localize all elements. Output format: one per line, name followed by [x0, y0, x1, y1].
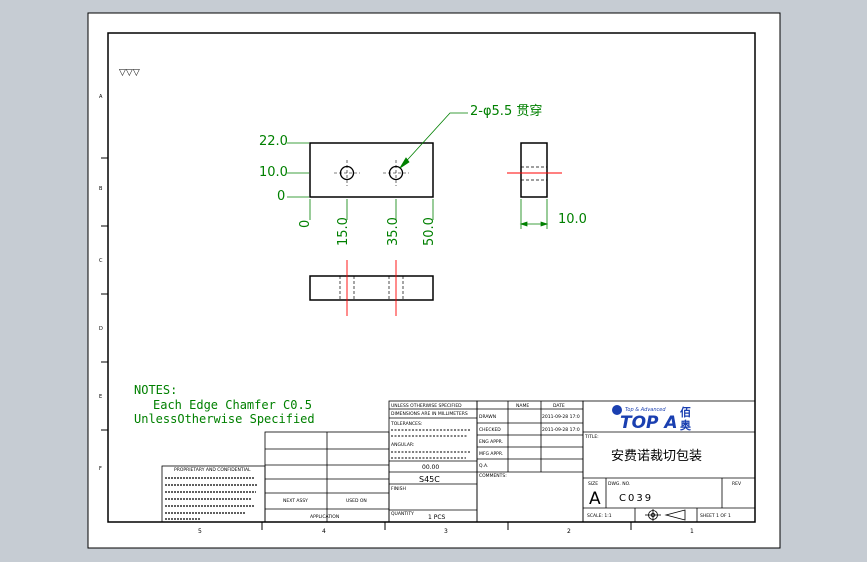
zone-label: A [99, 94, 103, 100]
proprietary-label: PROPRIETARY AND CONFIDENTIAL [174, 467, 251, 473]
notes: NOTES: Each Edge Chamfer C0.5 UnlessOthe… [134, 383, 315, 426]
logo-globe-icon [612, 405, 622, 415]
zone-labels-bottom: 5 4 3 2 1 [198, 528, 694, 535]
finish-label: FINISH [391, 486, 406, 492]
dim-label: 35.0 [386, 217, 401, 246]
dim-label: 50.0 [422, 217, 437, 246]
projection-symbol-icon [645, 509, 686, 521]
logo-cn-1: 佰 [680, 405, 691, 419]
ordinate-dim-labels-h: 0 15.0 35.0 50.0 [298, 217, 437, 246]
zone-ticks-bottom [261, 522, 632, 530]
checked-date: 2011-09-28 17:0 [542, 427, 580, 433]
dim-label: 10.0 [259, 165, 288, 180]
surface-finish-symbol: ▽▽▽ [119, 68, 140, 78]
name-header: NAME [516, 403, 529, 409]
dims-in-label: DIMENSIONS ARE IN MILLIMETERS [391, 411, 468, 417]
size-value: A [589, 489, 601, 509]
title-block-labels: PROPRIETARY AND CONFIDENTIAL NEXT ASSY U… [174, 403, 742, 520]
dim-label: 22.0 [259, 134, 288, 149]
hole-callout-leader [399, 112, 468, 169]
ordinate-dims-vertical [287, 142, 309, 198]
zone-label: 3 [444, 528, 448, 535]
side-view-hidden-lines [521, 166, 547, 181]
zone-ticks-left [101, 157, 108, 431]
side-dim-lines [519, 199, 549, 229]
dwg-number: C039 [619, 493, 653, 504]
application-label: APPLICATION [310, 514, 339, 520]
logo-tagline: Top & Advanced [625, 407, 666, 413]
hole-callout: 2-φ5.5 贯穿 [470, 103, 542, 119]
side-dim-label: 10.0 [558, 212, 587, 227]
title-block [161, 400, 756, 523]
notes-heading: NOTES: [134, 383, 177, 397]
rev-label: REV [732, 481, 742, 487]
logo-cn-2: 奥 [679, 418, 692, 432]
used-on-label: USED ON [346, 498, 367, 504]
side-view-outline [520, 142, 548, 198]
drawn-date: 2011-09-28 17:0 [542, 414, 580, 420]
date-header: DATE [553, 403, 565, 409]
zone-label: E [99, 394, 102, 400]
dim-label: 0 [298, 220, 313, 228]
bottom-view-hidden-lines [339, 276, 404, 300]
material-value: S45C [419, 475, 440, 484]
quantity-value: 1 PCS [428, 514, 446, 521]
hole-centerlines [334, 160, 409, 186]
drawn-label: DRAWN [479, 414, 496, 420]
zone-label: F [99, 466, 102, 472]
zone-labels-left: A B C D E F [99, 94, 103, 472]
sheet [87, 12, 781, 549]
dim-label: 0 [277, 189, 285, 204]
dim-label: 15.0 [336, 217, 351, 246]
bottom-view-centerlines [346, 260, 397, 316]
angular-label: ANGULAR: [391, 442, 414, 448]
ordinate-dim-labels-v: 22.0 10.0 0 [259, 134, 288, 204]
front-view-outline [309, 142, 434, 198]
tolerances-label: TOLERANCES: [390, 421, 422, 427]
company-logo: Top & Advanced TOP A 佰 奥 [607, 403, 701, 433]
ordinate-dims-horizontal [309, 199, 434, 220]
notes-line: UnlessOtherwise Specified [134, 412, 315, 426]
bottom-view-outline [309, 275, 434, 301]
mfg-appr-label: MFG APPR. [479, 451, 503, 457]
checked-label: CHECKED [479, 427, 501, 433]
zone-label: 5 [198, 528, 202, 535]
notes-line: Each Edge Chamfer C0.5 [153, 398, 312, 412]
eng-appr-label: ENG APPR. [479, 439, 503, 445]
quantity-label: QUANTITY [391, 511, 414, 517]
weight-value: 00.00 [422, 464, 439, 471]
comments-label: COMMENTS: [479, 473, 507, 479]
logo-main: TOP A [620, 413, 678, 433]
size-label: SIZE [588, 481, 598, 487]
proprietary-text-lines [165, 477, 258, 520]
zone-label: D [99, 326, 103, 332]
next-assy-label: NEXT ASSY [283, 498, 308, 504]
drawing-title: 安费诺裁切包装 [611, 448, 702, 464]
zone-label: 1 [690, 528, 694, 535]
zone-label: C [99, 258, 103, 264]
title-label: TITLE: [584, 434, 599, 440]
unless-specified-label: UNLESS OTHERWISE SPECIFIED [391, 403, 462, 409]
scale-label: SCALE: 1:1 [587, 513, 612, 519]
tolerance-text-lines [391, 429, 470, 459]
qa-label: Q.A. [479, 463, 488, 469]
zone-label: B [99, 186, 103, 192]
dwg-label: DWG. NO. [608, 481, 630, 487]
sheet-label: SHEET 1 OF 1 [700, 513, 731, 519]
zone-label: 2 [567, 528, 571, 535]
zone-label: 4 [322, 528, 326, 535]
